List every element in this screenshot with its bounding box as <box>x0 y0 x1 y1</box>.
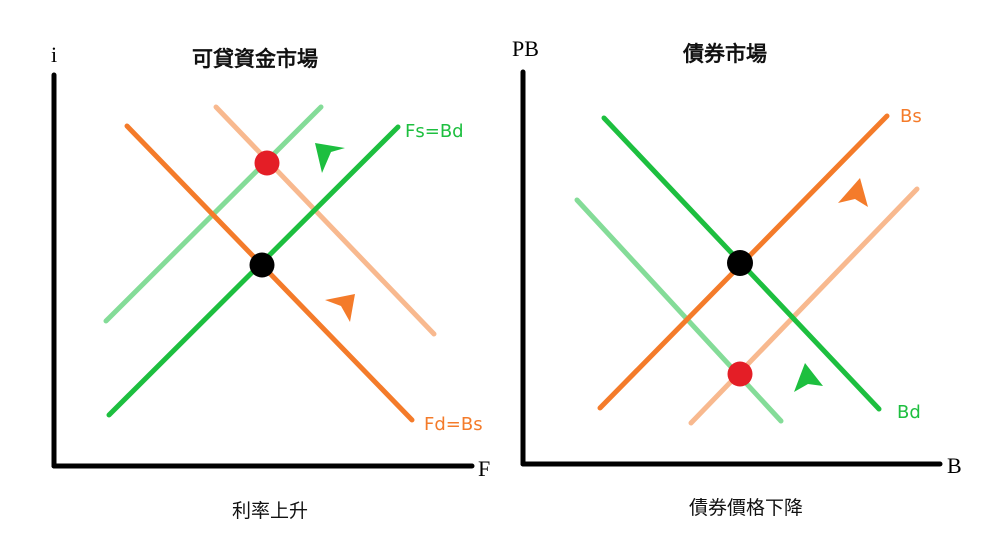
x-axis-label: B <box>947 453 962 478</box>
y-axis-label: i <box>51 42 57 67</box>
green-arrow-icon <box>315 143 345 173</box>
original-equilibrium-point <box>249 252 275 278</box>
chart-title: 可貸資金市場 <box>192 47 318 71</box>
orange-arrow-icon <box>325 294 355 322</box>
green-arrow-icon <box>794 363 823 392</box>
supply-curve-label: Bs <box>900 106 922 127</box>
new-equilibrium-point <box>254 150 280 176</box>
chart-subtitle: 債券價格下降 <box>689 497 803 519</box>
demand-curve-label: Fd=Bs <box>424 414 483 435</box>
orange-arrow-icon <box>838 178 868 207</box>
x-axis-label: F <box>478 456 490 481</box>
loanable-funds-chart: i F 可貸資金市場 Fs=Bd Fd=Bs 利率上升 <box>51 42 490 522</box>
new-equilibrium-point <box>727 361 753 387</box>
chart-subtitle: 利率上升 <box>232 500 308 522</box>
bond-market-chart: PB B 債券市場 Bs Bd 債券價格下降 <box>512 36 962 519</box>
supply-curve-label: Fs=Bd <box>405 121 464 142</box>
chart-title: 債券市場 <box>682 42 767 66</box>
demand-curve-label: Bd <box>897 402 921 423</box>
y-axis-label: PB <box>512 36 539 61</box>
demand-curve-shifted <box>574 197 784 424</box>
supply-curve-shifted <box>688 186 920 426</box>
original-equilibrium-point <box>727 250 753 276</box>
demand-curve-shifted <box>213 104 437 337</box>
